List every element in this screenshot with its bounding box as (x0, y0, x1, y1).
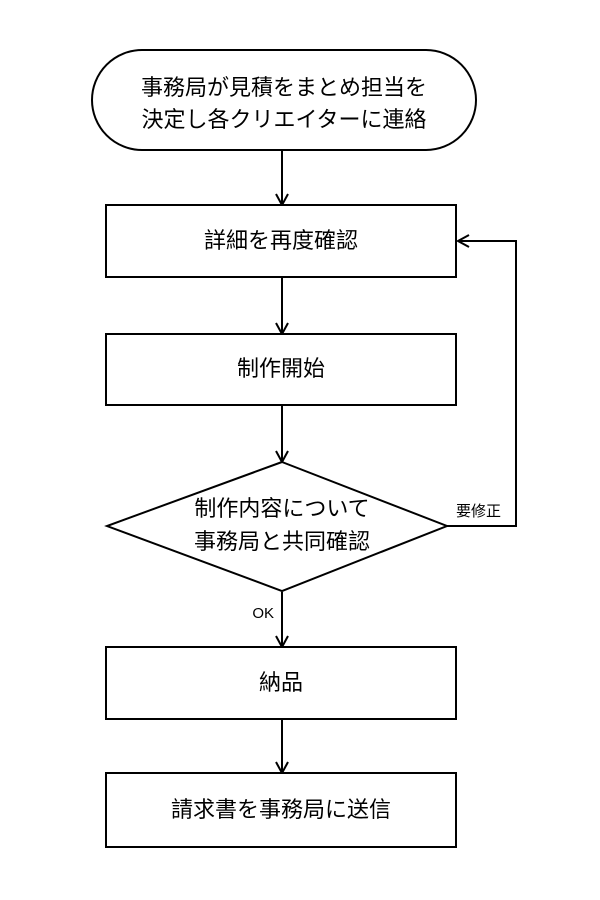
start-terminator-shape (91, 49, 477, 151)
decision-text-line2: 事務局と共同確認 (194, 529, 370, 554)
decision-diamond-shape (104, 460, 450, 593)
edge-decision-to-confirm-feedback (447, 240, 517, 527)
send-invoice-label: 請求書を事務局に送信 (171, 797, 391, 822)
node-start: 事務局が見積をまとめ担当を 決定し各クリエイターに連絡 (91, 49, 477, 151)
decision-text-line1: 制作内容について (194, 496, 369, 521)
start-production-label: 制作開始 (237, 356, 325, 381)
delivery-shape (105, 646, 457, 720)
edge-label-needs-revision: 要修正 (456, 503, 501, 520)
node-send-invoice: 請求書を事務局に送信 (105, 772, 457, 848)
node-delivery: 納品 (105, 646, 457, 720)
start-production-shape (105, 333, 457, 406)
node-decision: 制作内容について 事務局と共同確認 (104, 460, 450, 593)
confirm-details-label: 詳細を再度確認 (204, 228, 358, 253)
start-text-line2: 決定し各クリエイターに連絡 (141, 107, 426, 132)
confirm-details-shape (105, 204, 457, 278)
start-text-line1: 事務局が見積をまとめ担当を (141, 75, 427, 100)
send-invoice-shape (105, 772, 457, 848)
node-confirm-details: 詳細を再度確認 (105, 204, 457, 278)
arrowhead-left-decision-to-confirm (455, 234, 470, 248)
node-start-production: 制作開始 (105, 333, 457, 406)
delivery-label: 納品 (259, 670, 303, 695)
edge-label-ok: OK (252, 605, 274, 622)
